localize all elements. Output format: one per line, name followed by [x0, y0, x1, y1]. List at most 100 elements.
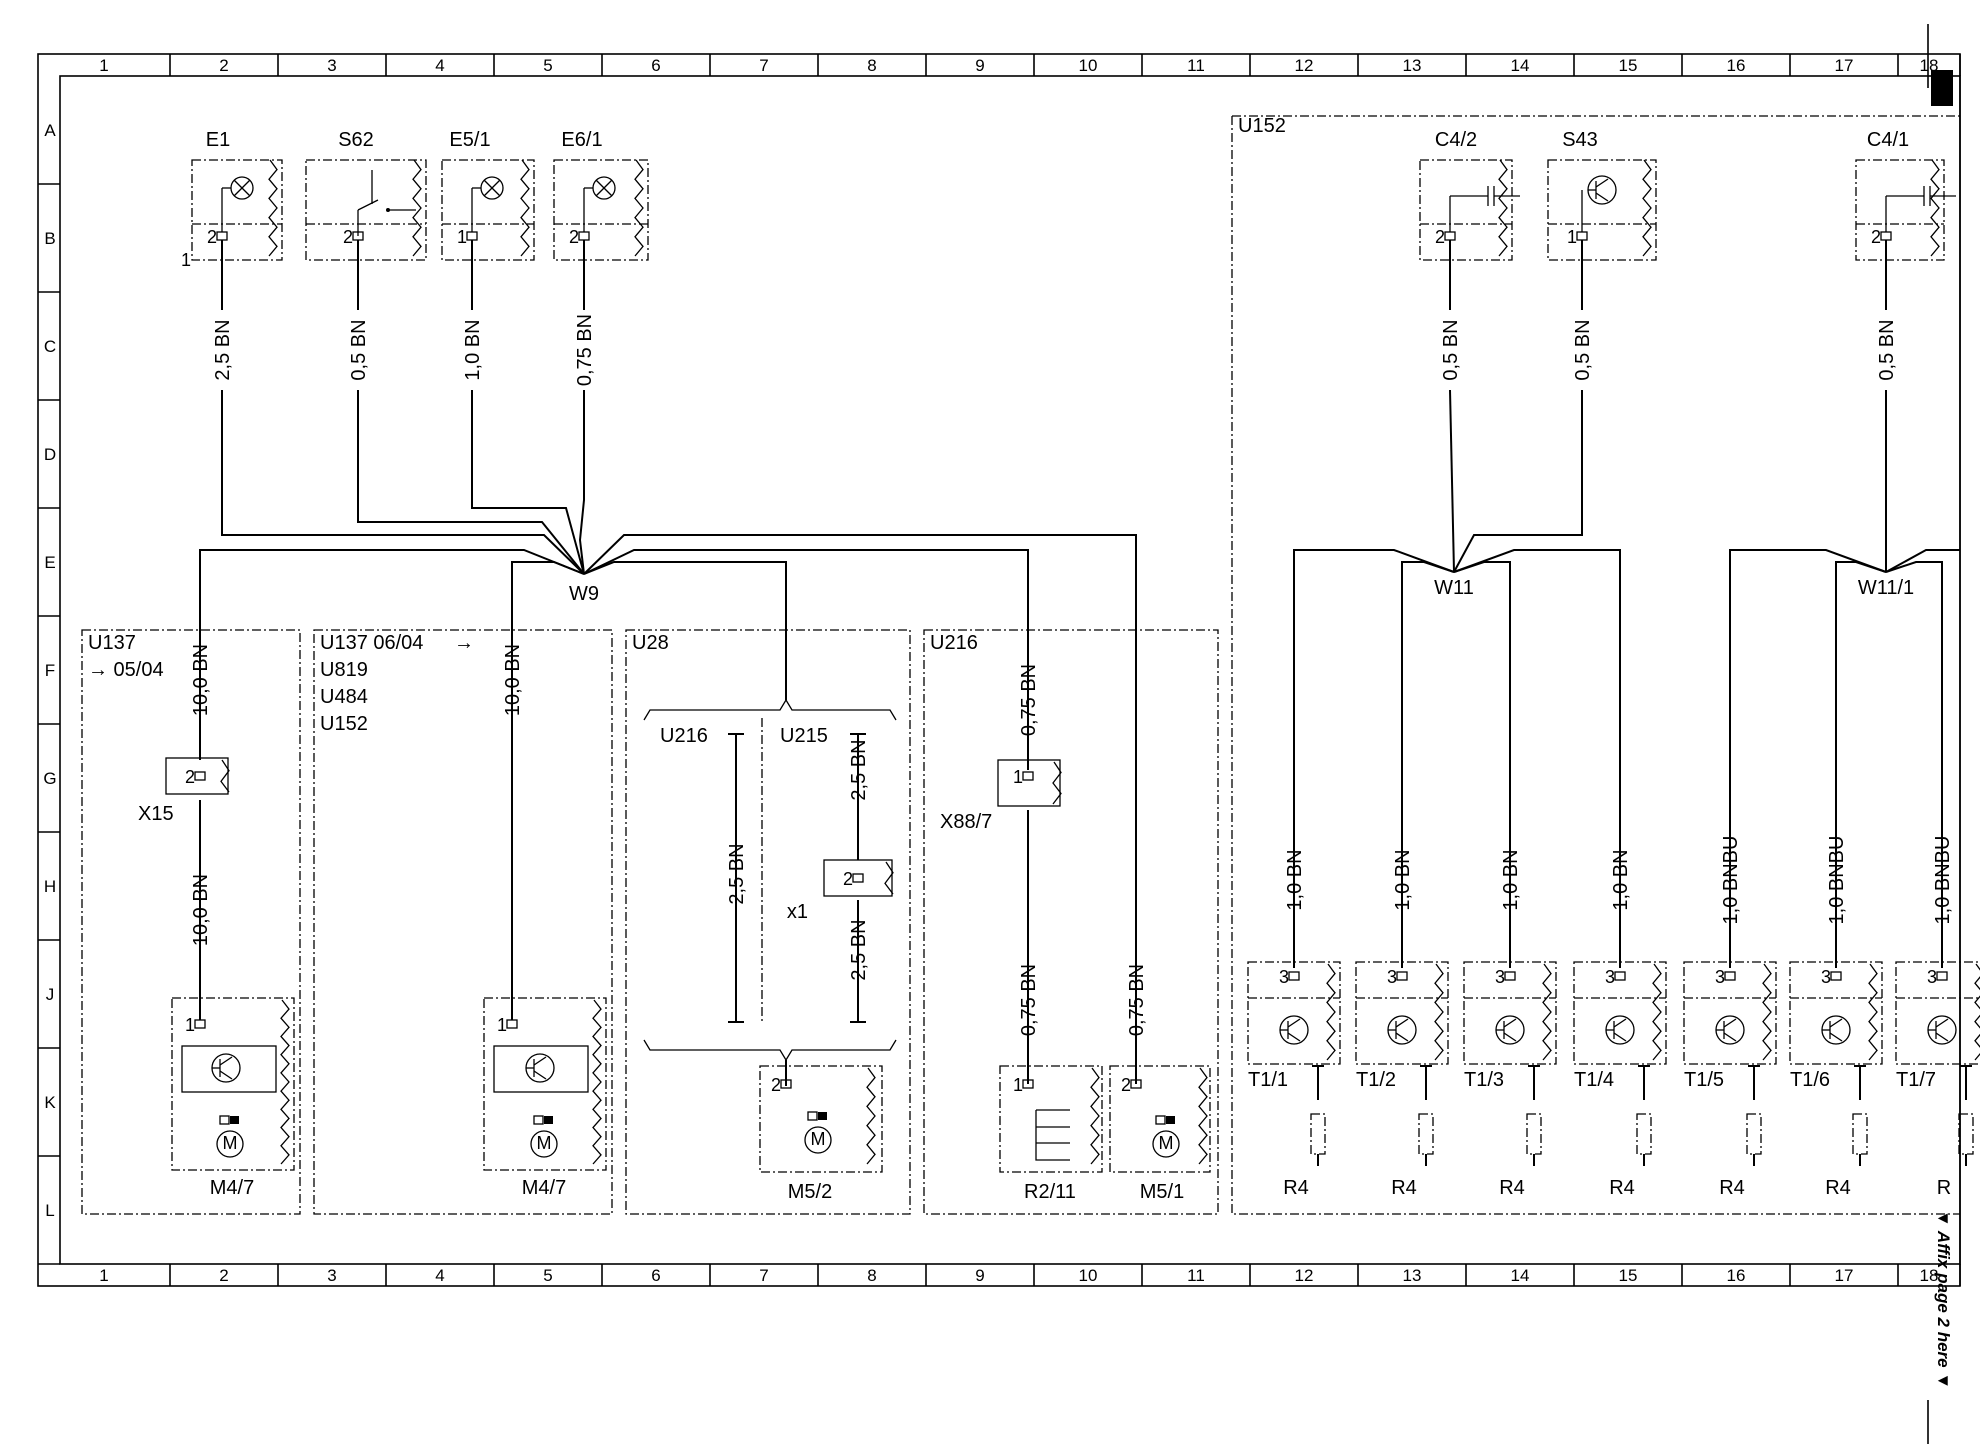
pin-number: 1 — [1013, 767, 1023, 787]
pin-contact — [1396, 971, 1408, 981]
bracket-bottom — [643, 1039, 897, 1062]
ground-zigzag — [884, 861, 894, 895]
row-label: B — [44, 229, 55, 248]
ground-zigzag — [1930, 159, 1940, 257]
motor-label: M4/7 — [210, 1177, 254, 1199]
column-label-bottom: 17 — [1835, 1266, 1854, 1285]
column-label-top: 17 — [1835, 56, 1854, 75]
wire-w11-t4 — [1453, 549, 1621, 840]
pin-number: 3 — [1715, 967, 1725, 987]
wire-label: 0,75 BN — [1018, 664, 1040, 736]
ground-zigzag — [1326, 963, 1336, 1061]
wire-w9-u216 — [583, 549, 1029, 640]
splice-label-w9: W9 — [569, 583, 599, 605]
pin-number: 2 — [1435, 227, 1445, 247]
column-label-top: 3 — [327, 56, 336, 75]
row-label: C — [44, 337, 56, 356]
variant-box-u137-b — [313, 629, 613, 1215]
ground-zigzag — [1052, 761, 1062, 805]
motor-housing — [759, 1065, 883, 1173]
wire-w9-u28 — [583, 561, 787, 700]
column-label-top: 1 — [99, 56, 108, 75]
pin-contact — [1936, 971, 1948, 981]
sensor-housing — [1789, 961, 1883, 1065]
motor-indicator — [219, 1115, 230, 1125]
motor-label: M5/2 — [788, 1181, 832, 1203]
column-label-bottom: 16 — [1727, 1266, 1746, 1285]
motor-indicator-fill — [544, 1116, 553, 1124]
motor-label: M5/1 — [1140, 1181, 1184, 1203]
sensor-label: T1/2 — [1356, 1069, 1396, 1091]
column-label-top: 16 — [1727, 56, 1746, 75]
resistor-icon — [1958, 1113, 1974, 1155]
pin-number: 3 — [1279, 967, 1289, 987]
ground-zigzag — [280, 999, 290, 1165]
column-label-bottom: 10 — [1079, 1266, 1098, 1285]
lamp-cross — [233, 179, 251, 197]
resistor-icon — [1636, 1113, 1652, 1155]
component-housing — [1855, 159, 1945, 261]
pin-number: 2 — [1871, 227, 1881, 247]
column-label-top: 9 — [975, 56, 984, 75]
resistor-label: R4 — [1719, 1177, 1745, 1199]
wire-w11-t2 — [1401, 561, 1455, 840]
pin-contact — [1880, 231, 1892, 241]
wire-label: 2,5 BN — [848, 919, 870, 980]
pin-contact — [1444, 231, 1456, 241]
variant-title: U137 06/04 — [320, 632, 423, 654]
wire-label-sensor: 1,0 BN — [1392, 849, 1414, 910]
sensor-housing — [1895, 961, 1980, 1065]
component-housing — [553, 159, 649, 261]
ground-zigzag — [1434, 963, 1444, 1061]
pin-number: 3 — [1821, 967, 1831, 987]
corner-block — [1931, 70, 1953, 106]
column-label-bottom: 7 — [759, 1266, 768, 1285]
variant-line: U819 — [320, 659, 368, 681]
ground-zigzag — [1090, 1067, 1100, 1165]
resistor-label: R4 — [1499, 1177, 1525, 1199]
motor-icon — [1152, 1130, 1180, 1158]
sensor-label: T1/7 — [1896, 1069, 1936, 1091]
affix-note: ▼ Affix page 2 here ▼ — [1934, 1210, 1953, 1389]
column-label-bottom: 5 — [543, 1266, 552, 1285]
ground-zigzag — [1652, 963, 1662, 1061]
transistor-emitter — [533, 1070, 547, 1080]
wire-w11-t1 — [1293, 549, 1455, 840]
lamp-cross — [483, 179, 501, 197]
pin-number: 2 — [1121, 1075, 1131, 1095]
wire-w11-t3 — [1453, 561, 1511, 840]
lamp-cross — [595, 179, 613, 197]
pin-number: 2 — [185, 767, 195, 787]
sensor-label: T1/1 — [1248, 1069, 1288, 1091]
variant-line: U484 — [320, 686, 368, 708]
transistor-collector — [533, 1056, 547, 1066]
connector-label: x1 — [787, 901, 808, 923]
ground-zigzag — [1974, 963, 1980, 1061]
wire-s43-w11 — [1453, 390, 1583, 573]
ground-zigzag — [634, 159, 644, 257]
motor-housing — [171, 997, 295, 1171]
pin-number: 3 — [1927, 967, 1937, 987]
pin-number: 2 — [343, 227, 353, 247]
row-label: L — [45, 1201, 54, 1220]
resistor-icon — [1526, 1113, 1542, 1155]
column-label-top: 14 — [1511, 56, 1530, 75]
row-label: D — [44, 445, 56, 464]
wire-label-sensor: 1,0 BN — [1500, 849, 1522, 910]
column-label-top: 2 — [219, 56, 228, 75]
wire-label-E5/1: 1,0 BN — [462, 319, 484, 380]
wire-label: 10,0 BN — [190, 874, 212, 946]
component-label: S62 — [338, 129, 374, 151]
resistor-label: R4 — [1609, 1177, 1635, 1199]
component-housing — [191, 159, 283, 261]
wire-w9-u137a — [199, 549, 585, 640]
wire-label: 2,5 BN — [848, 739, 870, 800]
column-label-top: 8 — [867, 56, 876, 75]
wire-label-E1: 2,5 BN — [212, 319, 234, 380]
inner-frame — [59, 75, 1961, 1265]
variant-box-u152 — [1231, 115, 1960, 1215]
transistor-emitter — [1829, 1032, 1843, 1042]
ground-zigzag — [1762, 963, 1772, 1061]
motor-symbol: M — [537, 1133, 552, 1153]
transistor-collector — [1829, 1018, 1843, 1028]
